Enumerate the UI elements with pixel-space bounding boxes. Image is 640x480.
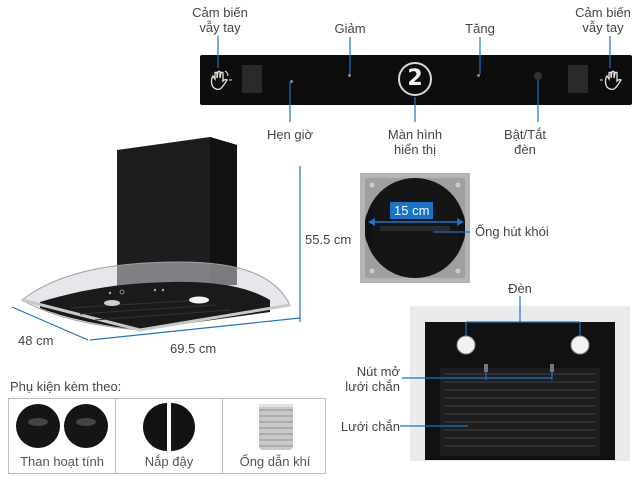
width-dimension-label: 69.5 cm xyxy=(170,341,217,356)
accessories-title: Phụ kiện kèm theo: xyxy=(10,379,122,394)
accessory-label: Nắp đậy xyxy=(144,454,194,469)
filter-label: Lưới chắn xyxy=(340,419,400,434)
decrease-label: Giảm xyxy=(334,21,366,36)
lights-label: Đèn xyxy=(508,281,532,296)
range-hood-illustration xyxy=(21,137,291,332)
accessories-box: Than hoạt tính Nắp đậy Ống dẫn khí xyxy=(8,398,326,474)
decrease-button[interactable] xyxy=(348,74,351,77)
accessory-label: Ống dẫn khí xyxy=(239,454,311,469)
duct-photo xyxy=(360,173,470,283)
air-duct-icon xyxy=(259,404,293,450)
sensor-right-label: Cảm biến vẫy tay xyxy=(575,5,631,35)
accessory-item: Than hoạt tính xyxy=(9,399,115,473)
increase-button[interactable] xyxy=(477,74,480,77)
height-dimension-label: 55.5 cm xyxy=(305,232,352,247)
increase-label: Tăng xyxy=(465,21,495,36)
sensor-window-right xyxy=(568,65,588,93)
accessory-item: Nắp đậy xyxy=(116,399,222,473)
display-screen: 2 xyxy=(398,62,432,96)
light-toggle-label: Bật/Tắt đèn xyxy=(504,127,546,157)
timer-button[interactable] xyxy=(290,80,293,83)
depth-dimension-label: 48 cm xyxy=(18,333,54,348)
display-label: Màn hình hiển thị xyxy=(387,127,443,157)
filter-button-label: Nút mở lưới chắn xyxy=(345,364,400,394)
underside-photo xyxy=(410,306,630,461)
accessory-label: Than hoạt tính xyxy=(20,454,104,469)
carbon-filter-icon xyxy=(16,404,108,448)
display-digit: 2 xyxy=(407,66,423,91)
sensor-left-label: Cảm biến vẫy tay xyxy=(192,5,248,35)
control-panel: 2 xyxy=(200,55,632,105)
duct-cover-icon xyxy=(143,403,195,451)
duct-label: Ống hút khói xyxy=(475,224,549,239)
duct-diameter-label: 15 cm xyxy=(390,202,434,219)
sensor-window-left xyxy=(242,65,262,93)
hand-wave-right-icon xyxy=(600,70,622,91)
accessory-item: Ống dẫn khí xyxy=(223,399,327,473)
light-toggle-button[interactable] xyxy=(534,72,542,80)
hand-wave-left-icon xyxy=(210,70,232,91)
timer-label: Hẹn giờ xyxy=(266,127,314,142)
